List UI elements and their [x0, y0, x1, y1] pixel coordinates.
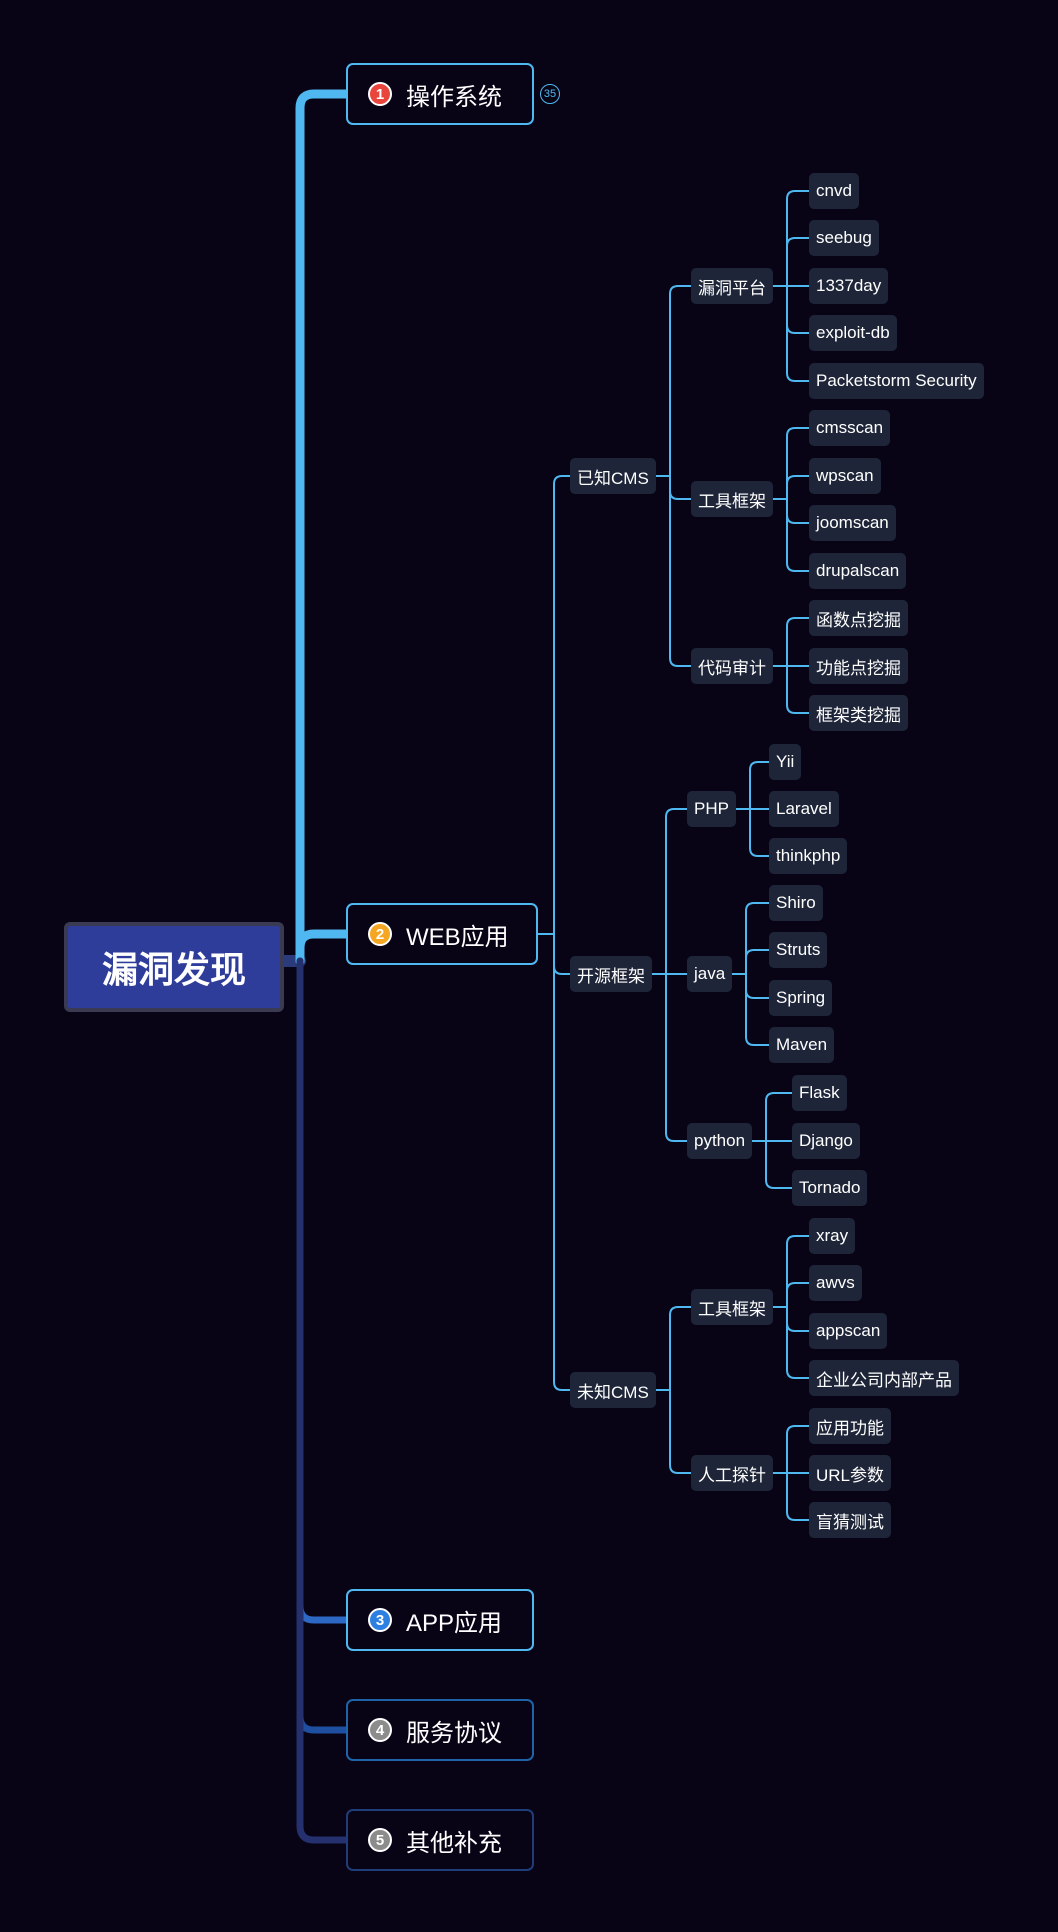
branch-web-label: WEB应用 [406, 923, 509, 951]
connector-line [786, 237, 810, 287]
leaf-django[interactable]: Django [792, 1123, 860, 1159]
connector-line [665, 808, 688, 975]
branch-service-label: 服务协议 [406, 1719, 502, 1747]
connector-line [296, 957, 350, 1624]
node-code-audit[interactable]: 代码审计 [691, 648, 773, 684]
leaf-url-param[interactable]: URL参数 [809, 1455, 892, 1491]
connector-line [669, 475, 692, 667]
leaf-struts[interactable]: Struts [769, 932, 828, 968]
node-open-framework[interactable]: 开源框架 [570, 956, 652, 992]
connector-line [765, 1140, 793, 1189]
node-known-cms[interactable]: 已知CMS [570, 458, 656, 494]
number-5-icon: 5 [368, 1828, 392, 1852]
leaf-blind-guess[interactable]: 盲猜测试 [809, 1502, 891, 1538]
leaf-maven[interactable]: Maven [769, 1027, 835, 1063]
number-3-icon: 3 [368, 1608, 392, 1632]
leaf-exploit-db[interactable]: exploit-db [809, 315, 897, 351]
leaf-internal-products[interactable]: 企业公司内部产品 [809, 1360, 959, 1396]
connector-line [665, 973, 688, 1142]
root-node[interactable]: 漏洞发现 [64, 922, 284, 1012]
connector-line [786, 1306, 810, 1379]
connector-line [786, 427, 810, 500]
leaf-1337day[interactable]: 1337day [809, 268, 889, 304]
leaf-cmsscan[interactable]: cmsscan [809, 410, 891, 446]
connector-line [553, 475, 571, 935]
connector-line [786, 1425, 810, 1474]
branch-app[interactable]: 3 APP应用 [346, 1589, 534, 1651]
leaf-laravel[interactable]: Laravel [769, 791, 839, 827]
connector-line [295, 89, 351, 966]
connector-line [745, 973, 770, 999]
connector-line [669, 285, 692, 477]
connector-line [786, 665, 810, 714]
branch-app-label: APP应用 [406, 1609, 503, 1637]
leaf-xray[interactable]: xray [809, 1218, 856, 1254]
leaf-awvs[interactable]: awvs [809, 1265, 862, 1301]
connector-line [786, 285, 810, 334]
connector-line [786, 1235, 810, 1308]
connector-line [669, 1389, 692, 1474]
connector-line [749, 808, 770, 857]
leaf-function-point[interactable]: 函数点挖掘 [809, 600, 908, 636]
connector-line [669, 1306, 692, 1391]
node-tool-framework-unknown[interactable]: 工具框架 [691, 1289, 773, 1325]
connector-line [745, 902, 770, 975]
connector-line [669, 475, 692, 500]
leaf-thinkphp[interactable]: thinkphp [769, 838, 848, 874]
connector-line [749, 761, 770, 810]
connector-line [786, 617, 810, 667]
node-vuln-platform[interactable]: 漏洞平台 [691, 268, 773, 304]
connector-line [745, 949, 770, 975]
leaf-packetstorm[interactable]: Packetstorm Security [809, 363, 984, 399]
connector-line [296, 957, 350, 1844]
leaf-app-function[interactable]: 应用功能 [809, 1408, 891, 1444]
connector-line [786, 190, 810, 287]
connector-line [765, 1092, 793, 1142]
branch-os-label: 操作系统 [406, 83, 502, 111]
leaf-spring[interactable]: Spring [769, 980, 833, 1016]
leaf-tornado[interactable]: Tornado [792, 1170, 868, 1206]
branch-other-label: 其他补充 [406, 1829, 502, 1857]
branch-other[interactable]: 5 其他补充 [346, 1809, 534, 1871]
branch-os[interactable]: 1 操作系统 [346, 63, 534, 125]
leaf-cnvd[interactable]: cnvd [809, 173, 859, 209]
branch-web[interactable]: 2 WEB应用 [346, 903, 538, 965]
branch-service-protocol[interactable]: 4 服务协议 [346, 1699, 534, 1761]
connector-line [786, 285, 810, 382]
leaf-flask[interactable]: Flask [792, 1075, 847, 1111]
leaf-framework-class[interactable]: 框架类挖掘 [809, 695, 908, 731]
connector-line [295, 929, 351, 966]
node-tool-framework-known[interactable]: 工具框架 [691, 481, 773, 517]
number-1-icon: 1 [368, 82, 392, 106]
connector-line [745, 973, 770, 1046]
collapsed-count-badge[interactable]: 35 [540, 84, 560, 104]
node-manual-probe[interactable]: 人工探针 [691, 1455, 773, 1491]
leaf-drupalscan[interactable]: drupalscan [809, 553, 907, 589]
connector-line [786, 498, 810, 572]
node-java[interactable]: java [687, 956, 733, 992]
number-4-icon: 4 [368, 1718, 392, 1742]
connector-line [786, 1282, 810, 1308]
connector-line [786, 475, 810, 500]
leaf-appscan[interactable]: appscan [809, 1313, 888, 1349]
leaf-wpscan[interactable]: wpscan [809, 458, 881, 494]
connector-line [786, 1306, 810, 1332]
connector-line [786, 498, 810, 524]
leaf-seebug[interactable]: seebug [809, 220, 879, 256]
leaf-joomscan[interactable]: joomscan [809, 505, 896, 541]
connector-line [786, 1472, 810, 1521]
node-python[interactable]: python [687, 1123, 753, 1159]
leaf-shiro[interactable]: Shiro [769, 885, 823, 921]
leaf-feature-point[interactable]: 功能点挖掘 [809, 648, 908, 684]
connector-line [553, 933, 571, 1391]
leaf-yii[interactable]: Yii [769, 744, 802, 780]
connector-line [553, 933, 571, 975]
number-2-icon: 2 [368, 922, 392, 946]
node-unknown-cms[interactable]: 未知CMS [570, 1372, 656, 1408]
node-php[interactable]: PHP [687, 791, 736, 827]
